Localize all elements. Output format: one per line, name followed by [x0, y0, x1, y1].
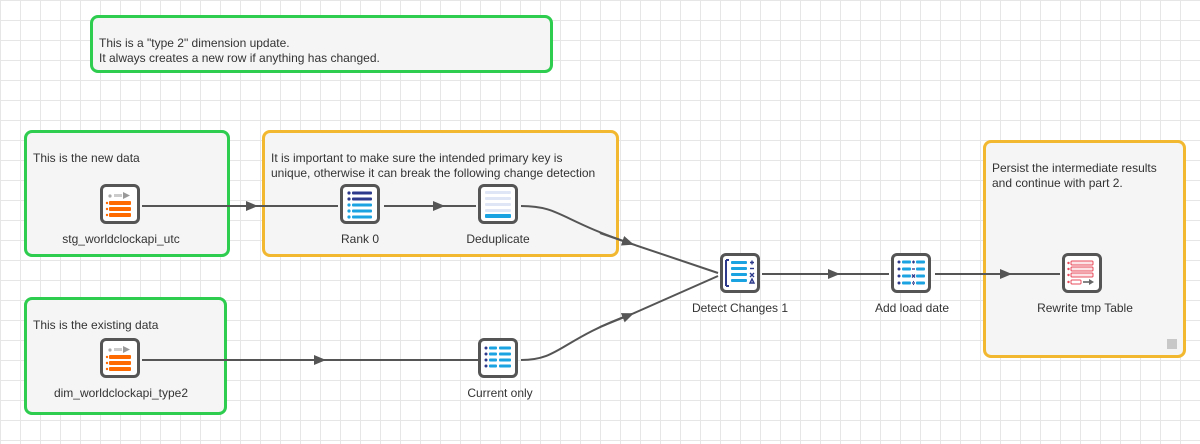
note-primary-key-text: It is important to make sure the intende…	[271, 151, 596, 180]
node-deduplicate[interactable]	[478, 184, 518, 224]
detect-changes-icon	[725, 259, 756, 287]
note-persist-text: Persist the intermediate results and con…	[992, 161, 1157, 190]
table-input-icon	[105, 192, 131, 217]
node-detect-changes-1[interactable]	[720, 253, 760, 293]
note-resize-handle[interactable]	[1167, 339, 1177, 349]
node-current-only[interactable]	[478, 338, 518, 378]
note-primary-key: It is important to make sure the intende…	[262, 130, 619, 257]
node-label-loaddate: Add load date	[874, 301, 950, 315]
table-input-icon	[105, 346, 131, 371]
note-existing-data-text: This is the existing data	[33, 318, 159, 332]
deduplicate-icon	[485, 191, 511, 218]
rank-icon	[347, 191, 372, 219]
note-new-data-text: This is the new data	[33, 151, 140, 165]
note-intro: This is a "type 2" dimension update. It …	[90, 15, 553, 73]
note-intro-text: This is a "type 2" dimension update. It …	[99, 36, 380, 65]
node-label-dim: dim_worldclockapi_type2	[53, 386, 189, 400]
node-dim-worldclockapi-type2[interactable]	[100, 338, 140, 378]
node-label-current: Current only	[467, 386, 533, 400]
node-add-load-date[interactable]	[891, 253, 931, 293]
calculate-icon	[897, 260, 925, 286]
table-output-icon	[1067, 260, 1094, 285]
node-label-rewrite: Rewrite tmp Table	[1037, 301, 1133, 315]
node-label-stg: stg_worldclockapi_utc	[62, 232, 180, 246]
node-label-detect: Detect Changes 1	[691, 301, 789, 315]
node-label-rank: Rank 0	[340, 232, 380, 246]
node-rewrite-tmp-table[interactable]	[1062, 253, 1102, 293]
filter-rows-icon	[484, 346, 511, 368]
node-label-dedup: Deduplicate	[466, 232, 530, 246]
note-persist: Persist the intermediate results and con…	[983, 140, 1186, 358]
node-stg-worldclockapi-utc[interactable]	[100, 184, 140, 224]
node-rank-0[interactable]	[340, 184, 380, 224]
